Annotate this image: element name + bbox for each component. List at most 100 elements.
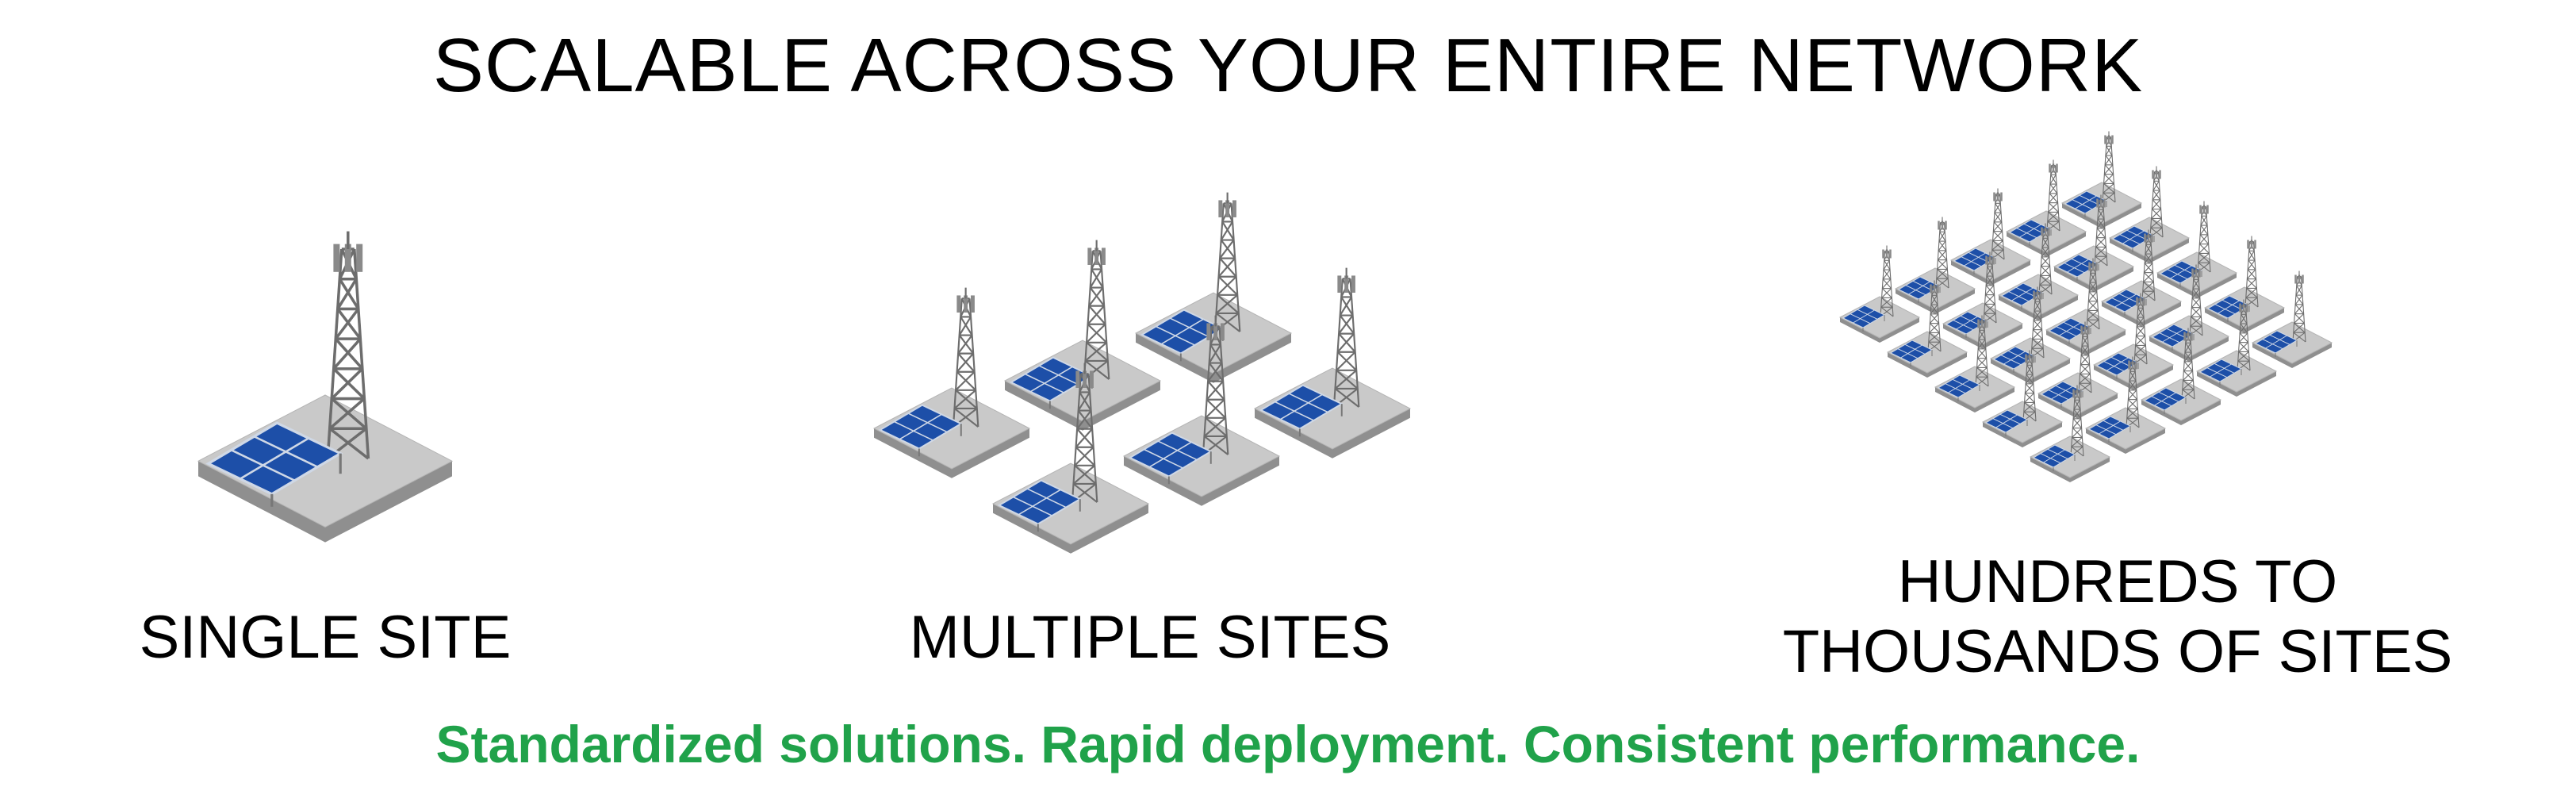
site-pad-side	[1935, 387, 2014, 413]
site-pad-side	[2038, 393, 2118, 419]
tower-icon	[1935, 217, 1949, 289]
site-pad-side	[2197, 371, 2276, 397]
tower-icon	[2197, 201, 2211, 273]
many-sites-label: HUNDREDS TO THOUSANDS OF SITES	[1729, 547, 2506, 687]
site	[1886, 280, 1968, 378]
solar-panel-icon	[2143, 387, 2187, 414]
solar-panel-icon	[1992, 346, 2037, 373]
solar-panel-icon	[1259, 384, 1344, 437]
single-site-illustration	[197, 231, 454, 543]
site-pad-side	[2205, 308, 2284, 333]
tower-icon	[2237, 299, 2251, 371]
site	[2195, 299, 2278, 397]
multiple-sites-panel	[817, 167, 1475, 554]
site	[1003, 240, 1162, 431]
solar-panel-icon	[2103, 289, 2148, 316]
tower-icon	[2133, 293, 2148, 365]
site-pad-side	[1951, 260, 2030, 286]
solar-panel-icon	[2032, 444, 2076, 471]
multiple-sites-illustration	[872, 192, 1412, 554]
site-pad-side	[1136, 333, 1291, 383]
site	[1894, 217, 1976, 314]
many-sites-panel	[1784, 127, 2333, 500]
site-pad-side	[1888, 352, 1967, 378]
tower-icon	[2022, 350, 2037, 422]
solar-panel-icon	[2008, 219, 2053, 246]
tower-icon	[1880, 245, 1894, 317]
solar-panel-icon	[997, 479, 1082, 532]
site-pad-side	[2157, 273, 2237, 298]
site-pad-side	[874, 428, 1029, 478]
site-pad-side	[2102, 301, 2181, 327]
tower-icon	[2094, 194, 2108, 267]
tower-icon	[1071, 363, 1098, 503]
many-sites-label-line-2: THOUSANDS OF SITES	[1782, 618, 2453, 685]
many-sites-illustration	[1838, 131, 2333, 482]
solar-panel-icon	[2040, 381, 2084, 408]
site	[2084, 356, 2167, 454]
solar-panel-icon	[205, 421, 343, 507]
site-pad-side	[993, 504, 1148, 554]
site	[197, 231, 454, 543]
solar-panel-icon	[1889, 340, 1934, 366]
site-pad-side	[2062, 203, 2141, 228]
solar-panel-icon	[2151, 324, 2195, 351]
solar-panel-icon	[2056, 254, 2100, 281]
site-pad-side	[1896, 289, 1975, 314]
site	[1253, 267, 1412, 459]
solar-panel-icon	[1984, 409, 2029, 436]
site-pad-side	[1840, 317, 1919, 343]
tower-icon	[2244, 236, 2259, 308]
solar-panel-icon	[2000, 282, 2045, 309]
tower-icon	[2126, 356, 2140, 428]
solar-panel-icon	[2254, 330, 2298, 357]
site	[1981, 350, 2064, 447]
solar-panel-icon	[2159, 260, 2203, 287]
site-pad-side	[1255, 409, 1410, 459]
site-pad-side	[198, 461, 452, 543]
solar-panel-icon	[1842, 305, 1886, 332]
tower-icon	[1927, 280, 1942, 352]
site-pad-side	[2149, 336, 2229, 362]
multiple-sites-label: MULTIPLE SITES	[833, 603, 1467, 673]
solar-panel-icon	[1953, 248, 1997, 274]
site-pad-side	[1991, 359, 2070, 384]
tower-icon	[326, 231, 370, 460]
tower-icon	[2141, 229, 2156, 301]
site-pad-side	[2030, 457, 2110, 482]
solar-panel-icon	[1128, 432, 1213, 485]
solar-panel-icon	[1897, 276, 1942, 303]
solar-panel-icon	[2064, 190, 2108, 217]
site	[2156, 201, 2238, 298]
site-pad-side	[1983, 422, 2062, 447]
site-pad-side	[1124, 456, 1279, 506]
site-pad-side	[2094, 365, 2173, 390]
solar-panel-icon	[2206, 295, 2251, 322]
site-pad-side	[2054, 267, 2133, 292]
solar-panel-icon	[2087, 416, 2132, 443]
site	[2029, 385, 2111, 482]
tower-icon	[2030, 286, 2045, 359]
tagline: Standardized solutions. Rapid deployment…	[435, 715, 2141, 773]
tower-icon	[2086, 258, 2100, 330]
single-site-label: SINGLE SITE	[79, 603, 571, 673]
single-site-label-line: SINGLE SITE	[139, 604, 512, 671]
site	[991, 363, 1150, 554]
single-site-panel	[119, 231, 531, 543]
tower-icon	[2181, 328, 2195, 400]
tower-icon	[2292, 271, 2306, 343]
solar-panel-icon	[2111, 225, 2156, 252]
site	[872, 287, 1031, 478]
site-pad-side	[2110, 238, 2189, 263]
solar-panel-icon	[1945, 311, 1989, 338]
site	[2140, 328, 2222, 425]
tower-icon	[2046, 159, 2060, 232]
site-pad-side	[2141, 400, 2221, 425]
site-pad-side	[1999, 295, 2078, 320]
site	[1838, 245, 1921, 343]
tower-icon	[1983, 251, 1997, 324]
site	[1134, 192, 1293, 383]
solar-panel-icon	[2095, 352, 2140, 379]
site-pad-side	[2046, 330, 2126, 355]
solar-panel-icon	[1937, 374, 1981, 401]
